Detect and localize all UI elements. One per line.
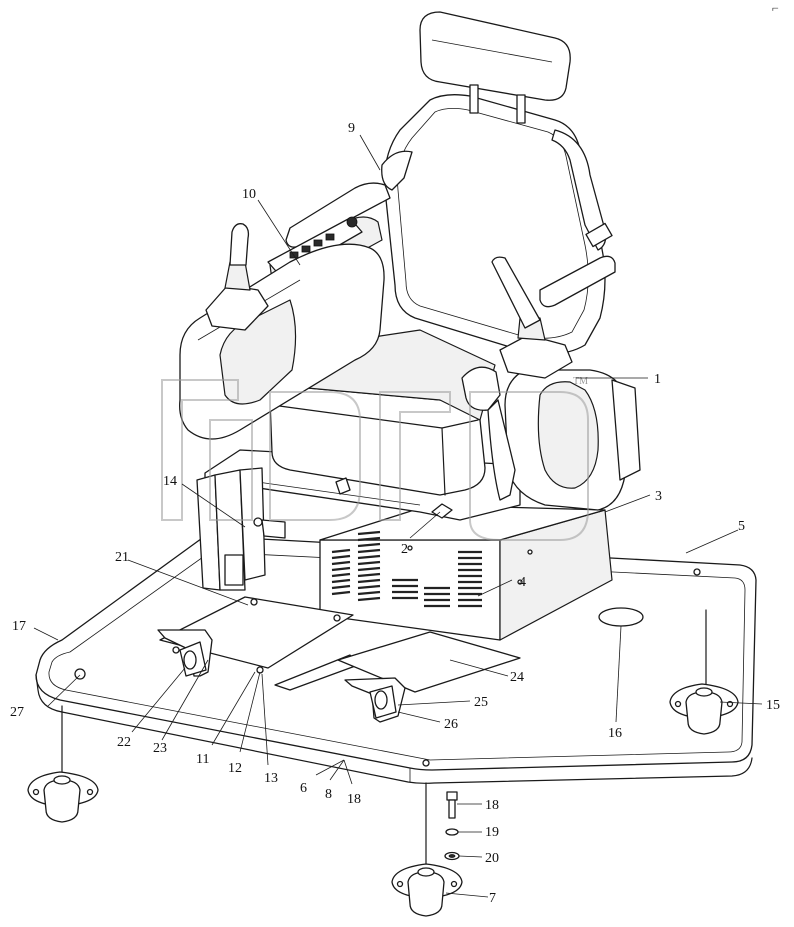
callout-26: 26 (444, 717, 458, 732)
callout-24: 24 (510, 670, 524, 685)
callout-18-frame: 18 (347, 792, 361, 807)
seat-backrest (381, 94, 607, 355)
callout-15: 15 (766, 698, 780, 713)
callout-4: 4 (519, 575, 526, 590)
lift-handle-right (344, 677, 406, 723)
headrest (419, 11, 571, 124)
callout-13: 13 (264, 771, 278, 786)
isolator-mount-right (669, 609, 739, 735)
isolator-mount-left (27, 705, 99, 823)
callout-21: 21 (115, 550, 129, 565)
spring-washer (445, 828, 459, 836)
callout-27: 27 (10, 705, 24, 720)
watermark-tm: TM (573, 376, 588, 387)
vented-electrical-box (319, 504, 613, 641)
callout-14: 14 (163, 474, 177, 489)
bolt (446, 791, 458, 819)
callout-1: 1 (654, 372, 661, 387)
callout-3: 3 (655, 489, 662, 504)
lift-handle-left (157, 629, 213, 677)
callout-6: 6 (300, 781, 307, 796)
callout-8: 8 (325, 787, 332, 802)
box-vents (331, 530, 482, 608)
flat-washer (444, 851, 460, 861)
callout-25: 25 (474, 695, 488, 710)
watermark-logo: TM (161, 376, 589, 541)
callout-2: 2 (401, 542, 408, 557)
callout-12: 12 (228, 761, 242, 776)
callout-11: 11 (196, 752, 209, 767)
leader-lines (33, 134, 763, 898)
right-control-console (504, 369, 641, 511)
corner-mark: ⌐ (772, 1, 779, 15)
callout-18-bolt: 18 (485, 798, 499, 813)
callout-22: 22 (117, 735, 131, 750)
callout-5: 5 (738, 519, 745, 534)
armrest-adjust-lever (461, 366, 516, 501)
callout-17: 17 (12, 619, 26, 634)
isolator-mount-front (391, 782, 463, 917)
right-armrest (539, 222, 616, 308)
callout-7: 7 (489, 891, 496, 906)
callout-10: 10 (242, 187, 256, 202)
callout-16: 16 (608, 726, 622, 741)
right-joystick (491, 256, 573, 379)
callout-9: 9 (348, 121, 355, 136)
callout-23: 23 (153, 741, 167, 756)
callout-labels: 1 2 3 4 5 6 7 8 9 10 11 12 13 14 15 16 1… (10, 121, 780, 906)
callout-20: 20 (485, 851, 499, 866)
callout-19: 19 (485, 825, 499, 840)
left-joystick (205, 223, 269, 331)
slide-rail-bracket (196, 467, 286, 591)
